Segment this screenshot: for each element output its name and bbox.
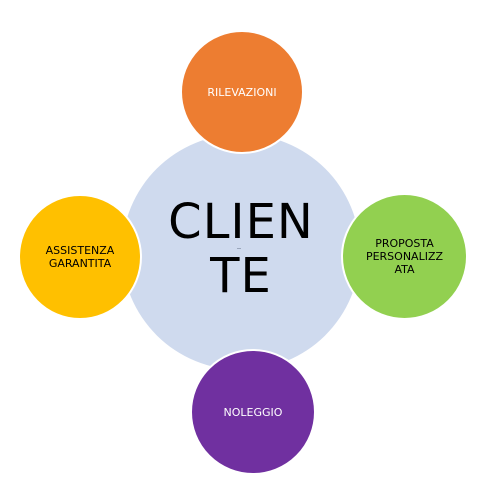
- center-circle-cliente: CLIEN TE: [122, 134, 360, 370]
- center-label: CLIEN TE: [168, 195, 314, 303]
- node-rilevazioni-label: RILEVAZIONI: [207, 85, 277, 99]
- node-proposta-personalizzata: PROPOSTA PERSONALIZZ ATA: [341, 193, 468, 320]
- center-label-line1: CLIEN: [168, 194, 314, 250]
- center-label-line2: TE: [210, 248, 272, 304]
- center-marker-dot: [237, 248, 241, 249]
- node-assistenza-garantita: ASSISTENZA GARANTITA: [18, 194, 142, 320]
- node-proposta-label-line1: PROPOSTA: [375, 237, 434, 250]
- node-proposta-label-line2: PERSONALIZZ: [365, 250, 444, 263]
- node-proposta-label-line3: ATA: [394, 263, 415, 276]
- node-rilevazioni: RILEVAZIONI: [180, 30, 304, 154]
- node-noleggio-label: NOLEGGIO: [223, 405, 283, 419]
- node-proposta-label: PROPOSTA PERSONALIZZ ATA: [360, 237, 449, 276]
- node-noleggio: NOLEGGIO: [190, 349, 316, 475]
- node-assistenza-label-line1: ASSISTENZA: [45, 244, 115, 257]
- node-assistenza-label-line2: GARANTITA: [48, 257, 112, 270]
- node-assistenza-label: ASSISTENZA GARANTITA: [40, 244, 121, 270]
